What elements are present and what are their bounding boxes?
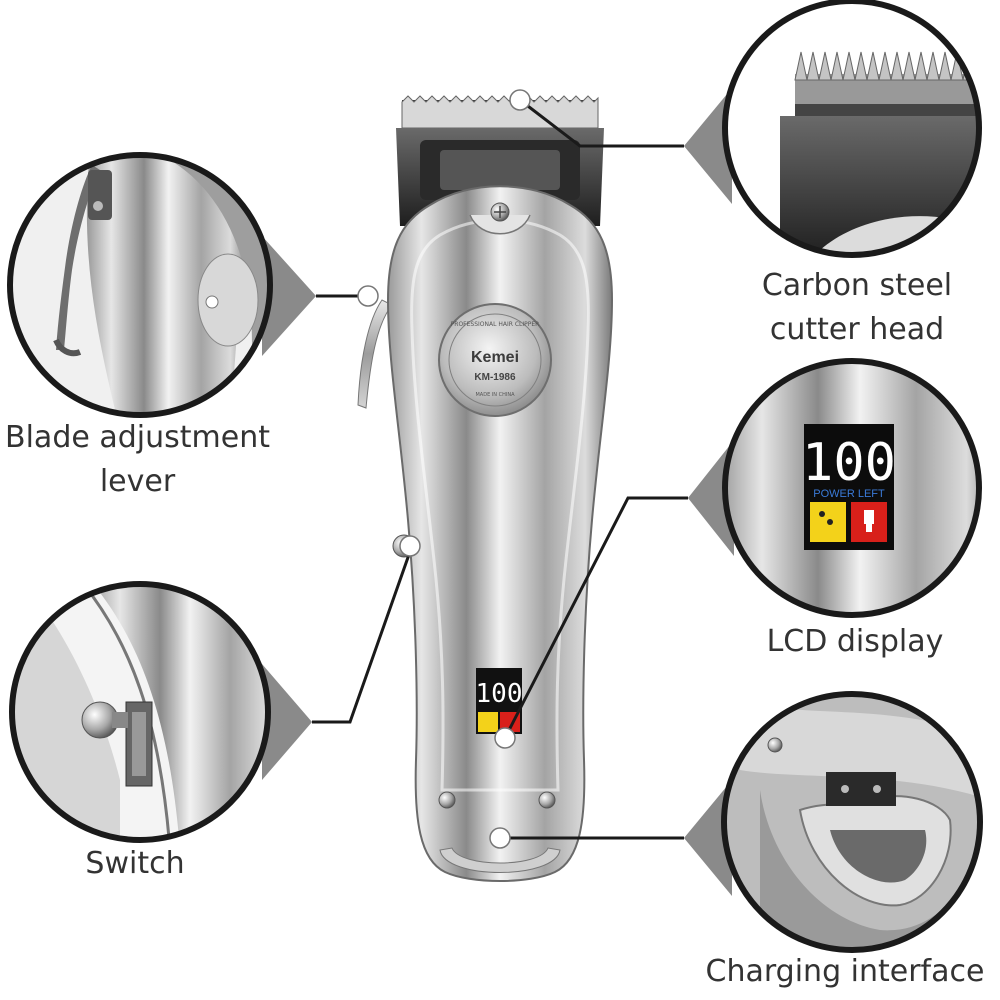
dot-switch bbox=[399, 535, 421, 557]
label-carbon-line2: cutter head bbox=[769, 312, 945, 347]
badge-origin: MADE IN CHINA bbox=[475, 392, 515, 398]
label-carbon-steel-cutter-head: Carbon steel cutter head bbox=[742, 264, 972, 352]
dot-blade-lever bbox=[357, 285, 379, 307]
detail-blade-lever bbox=[7, 152, 273, 418]
line-cutter-head bbox=[519, 98, 684, 148]
dot-cutter-head bbox=[509, 89, 531, 111]
brand-badge: PROFESSIONAL HAIR CLIPPER Kemei KM-1986 … bbox=[438, 303, 552, 417]
detail-switch bbox=[9, 581, 271, 843]
brand-logo: Kemei bbox=[471, 349, 519, 366]
charging-loop bbox=[439, 847, 561, 873]
label-charging-interface: Charging interface bbox=[690, 950, 1000, 994]
label-blade-adjustment-lever: Blade adjustment lever bbox=[0, 416, 275, 504]
dot-lcd bbox=[494, 727, 516, 749]
lcd-caption: POWER LEFT bbox=[813, 488, 885, 500]
dot-charging bbox=[489, 827, 511, 849]
label-lcd-display: LCD display bbox=[740, 620, 970, 664]
label-charging-line1: Charging interface bbox=[705, 954, 985, 989]
callout-dots bbox=[357, 89, 531, 849]
body-lcd-reading: 100 bbox=[476, 679, 523, 709]
clipper-body bbox=[386, 185, 614, 882]
label-switch-line1: Switch bbox=[85, 846, 185, 881]
label-blade-line1: Blade adjustment bbox=[5, 420, 270, 455]
clipper: PROFESSIONAL HAIR CLIPPER Kemei KM-1986 … bbox=[357, 95, 614, 882]
detail-charging-interface bbox=[721, 691, 983, 953]
label-blade-line2: lever bbox=[99, 464, 176, 499]
model-number: KM-1986 bbox=[474, 372, 516, 383]
label-switch: Switch bbox=[60, 842, 210, 886]
callout-lines bbox=[312, 98, 688, 840]
label-carbon-line1: Carbon steel bbox=[761, 268, 953, 303]
badge-arc-text: PROFESSIONAL HAIR CLIPPER bbox=[451, 321, 540, 328]
blade-lever bbox=[357, 299, 393, 409]
line-lcd bbox=[503, 496, 688, 739]
detail-cutter-head bbox=[722, 0, 982, 258]
label-lcd-line1: LCD display bbox=[766, 624, 944, 659]
callout-wedges bbox=[262, 88, 734, 896]
lcd-reading: 100 bbox=[802, 433, 896, 493]
line-switch bbox=[312, 545, 414, 724]
detail-lcd: 100 POWER LEFT bbox=[722, 358, 982, 618]
body-lcd: 100 bbox=[476, 668, 523, 734]
